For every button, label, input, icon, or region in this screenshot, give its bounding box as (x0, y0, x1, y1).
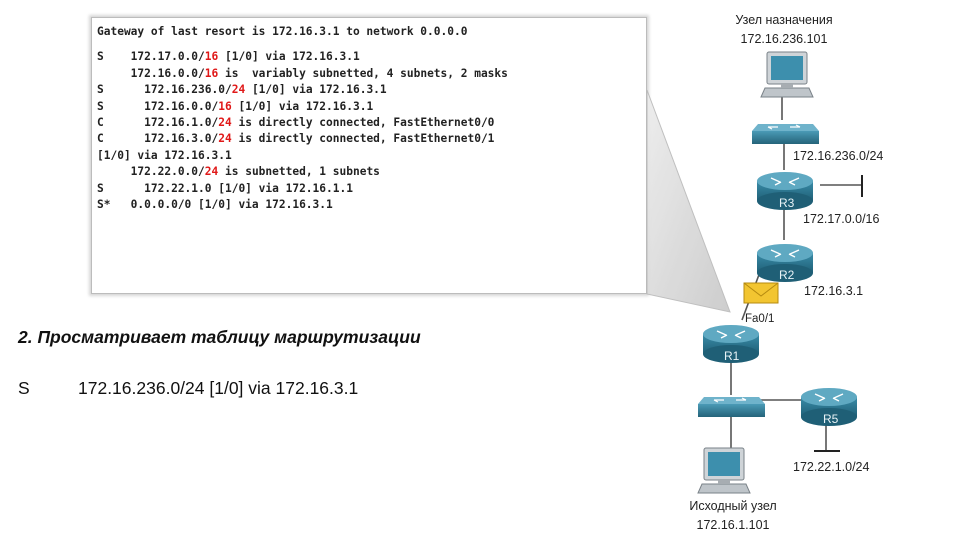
example-route-code: S (18, 378, 30, 398)
destination-label: Узел назначения (735, 13, 832, 27)
routing-table-text: Gateway of last resort is 172.16.3.1 to … (97, 25, 468, 38)
routing-table-text: C 172.16.1.0/ (97, 115, 219, 129)
routing-table-text: S 172.16.0.0/ (97, 99, 219, 113)
source-pc-icon (697, 447, 751, 494)
routing-table-text: S* 0.0.0.0/0 [1/0] via 172.16.3.1 (97, 197, 333, 211)
router-r3-label: R3 (779, 196, 795, 210)
router-r2-label: R2 (779, 268, 795, 282)
packet-envelope-icon (743, 282, 779, 304)
source-label: Исходный узел (689, 499, 776, 513)
routing-table-line: [1/0] via 172.16.3.1 (97, 148, 640, 164)
router-r5-label: R5 (823, 412, 839, 426)
routing-table-line: C 172.16.1.0/24 is directly connected, F… (97, 115, 640, 131)
routing-table-text: [1/0] via 172.16.3.1 (97, 148, 232, 162)
routing-table-line: S 172.22.1.0 [1/0] via 172.16.1.1 (97, 181, 640, 197)
routing-table-line: C 172.16.3.0/24 is directly connected, F… (97, 131, 640, 147)
routing-table-text: is directly connected, FastEthernet0/0 (231, 115, 495, 129)
net-r3-lan-label: 172.16.236.0/24 (793, 149, 883, 163)
source-ip: 172.16.1.101 (697, 518, 770, 532)
router-r1-label: R1 (724, 349, 740, 363)
example-route-line: S 172.16.236.0/24 [1/0] via 172.16.3.1 (18, 378, 358, 399)
routing-table-text: [1/0] via 172.16.3.1 (218, 50, 360, 64)
routing-table-line: 172.16.0.0/16 is variably subnetted, 4 s… (97, 66, 640, 82)
routing-table-text: [1/0] via 172.16.3.1 (231, 99, 374, 113)
net-r3-stub-label: 172.17.0.0/16 (803, 212, 880, 226)
routing-table-panel: Gateway of last resort is 172.16.3.1 to … (91, 17, 647, 294)
net-r2-link-label: 172.16.3.1 (804, 284, 863, 298)
routing-table-text: 172.16.0.0/ (97, 66, 205, 80)
routing-table-line: S* 0.0.0.0/0 [1/0] via 172.16.3.1 (97, 197, 640, 213)
routing-table-text: S 172.22.1.0 [1/0] via 172.16.1.1 (97, 181, 353, 195)
prefix-length-highlight: 24 (204, 165, 219, 179)
routing-table-text: [1/0] via 172.16.3.1 (245, 83, 387, 97)
prefix-length-highlight: 16 (204, 50, 219, 64)
routing-table-line: S 172.16.236.0/24 [1/0] via 172.16.3.1 (97, 82, 640, 98)
routing-table-text: is directly connected, FastEthernet0/1 (231, 132, 495, 146)
routing-table-text: 172.22.0.0/ (97, 165, 205, 179)
routing-table-line: S 172.17.0.0/16 [1/0] via 172.16.3.1 (97, 49, 640, 65)
routing-table-text: is subnetted, 1 subnets (218, 165, 380, 179)
routing-table-line: S 172.16.0.0/16 [1/0] via 172.16.3.1 (97, 99, 640, 115)
source-switch-icon (698, 397, 765, 417)
step-caption: 2. Просматривает таблицу маршрутизации (18, 327, 421, 347)
routing-table-line: Gateway of last resort is 172.16.3.1 to … (97, 24, 640, 40)
prefix-length-highlight: 24 (218, 115, 232, 129)
routing-table-line: 172.22.0.0/24 is subnetted, 1 subnets (97, 164, 640, 180)
destination-pc-icon (760, 51, 814, 98)
prefix-length-highlight: 16 (204, 66, 219, 80)
router-r5-icon (801, 388, 857, 426)
routing-table-text: is variably subnetted, 4 subnets, 2 mask… (218, 66, 508, 80)
router-r1-icon (703, 325, 759, 363)
routing-table-text: S 172.16.236.0/ (97, 83, 232, 97)
prefix-length-highlight: 24 (218, 132, 232, 146)
callout-wedge (646, 89, 731, 313)
example-route-text: 172.16.236.0/24 [1/0] via 172.16.3.1 (78, 378, 359, 398)
router-r3-icon (757, 172, 813, 210)
destination-ip: 172.16.236.101 (741, 32, 828, 46)
prefix-length-highlight: 24 (231, 83, 246, 97)
routing-table-text: S 172.17.0.0/ (97, 50, 205, 64)
routing-table-text: C 172.16.3.0/ (97, 132, 219, 146)
net-r5-stub-label: 172.22.1.0/24 (793, 460, 870, 474)
prefix-length-highlight: 16 (218, 99, 232, 113)
interface-label: Fa0/1 (745, 313, 774, 325)
router-r2-icon (757, 244, 813, 282)
destination-switch-icon (752, 124, 819, 144)
